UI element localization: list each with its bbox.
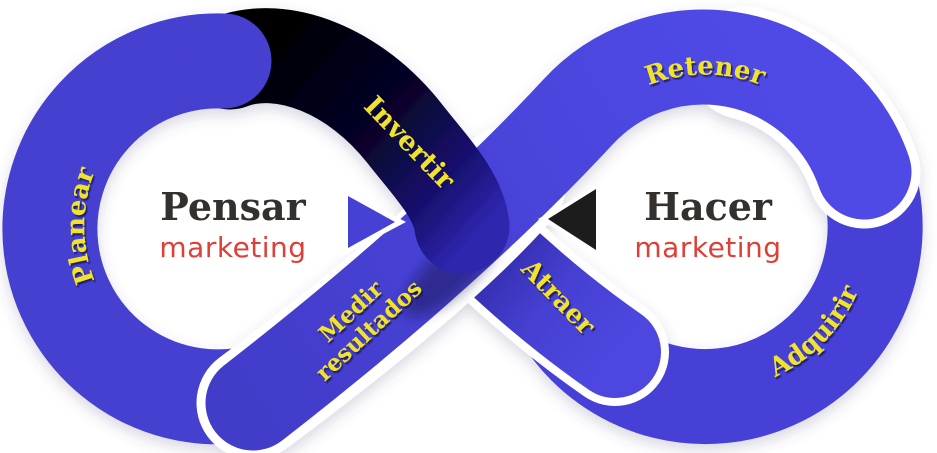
invertir-band — [182, 8, 510, 274]
left-loop-ring — [2, 13, 310, 445]
pensar-subtitle: marketing — [159, 231, 306, 264]
pensar-title: Pensar — [160, 184, 306, 229]
hacer-title: Hacer — [644, 184, 773, 229]
hacer-subtitle: marketing — [634, 231, 781, 264]
pensar-arrow-icon — [348, 196, 395, 248]
left-loop-end-cap — [176, 13, 272, 109]
medir-retener-band — [205, 9, 912, 451]
hacer-arrow-icon — [548, 189, 596, 250]
